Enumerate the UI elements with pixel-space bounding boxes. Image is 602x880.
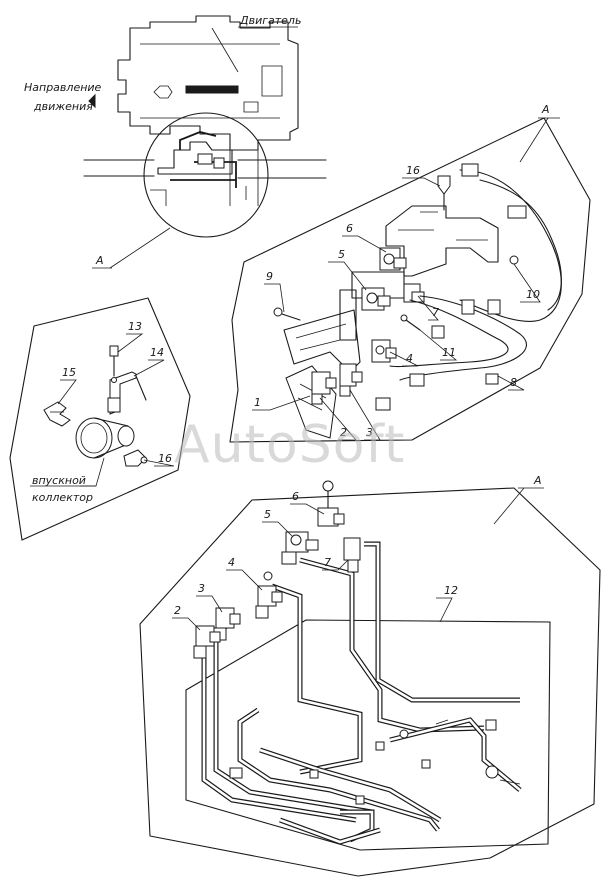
callout-5: 5 (338, 248, 345, 261)
callout-leaders-top (252, 177, 541, 441)
callout-3-bottom: 3 (198, 582, 205, 595)
callout-13: 13 (128, 320, 142, 333)
intake-manifold-pipe (75, 417, 135, 459)
callout-15: 15 (62, 366, 76, 379)
clip-part-15 (43, 401, 71, 427)
callout-16-detail: 16 (158, 452, 172, 465)
callout-1: 1 (254, 396, 261, 409)
watermark: AutoSoft (174, 415, 405, 475)
direction-label-1: Направление (24, 81, 102, 94)
view-a-bottom-frame (139, 487, 601, 877)
valve-part-4-bottom (255, 571, 283, 619)
bolt-part-13 (109, 345, 119, 383)
valve-part-4 (371, 339, 397, 363)
callout-5-bottom: 5 (264, 508, 271, 521)
engine-label: Двигатель (239, 14, 301, 27)
callout-4-bottom: 4 (228, 556, 235, 569)
bracket-part-14 (107, 371, 147, 415)
valve-part-6 (379, 247, 407, 271)
engine-outline (83, 15, 327, 206)
intake-label-1: впускной (32, 474, 86, 487)
hose-assembly-part-12 (185, 619, 551, 851)
direction-label-2: движения (33, 100, 93, 113)
intake-label-2: коллектор (32, 491, 93, 504)
pipe-fittings (229, 719, 521, 805)
engine-detail-circle (143, 112, 269, 238)
callout-leaders-left (30, 333, 175, 487)
callout-11: 11 (442, 346, 456, 359)
connector-part-16-detail (123, 449, 148, 467)
view-a-top-frame (229, 117, 591, 443)
callout-7-bottom: 7 (324, 556, 331, 569)
mounting-bracket (283, 205, 499, 373)
valve-part-7-bottom (343, 537, 361, 573)
callout-3: 3 (366, 426, 373, 439)
bolt-part-11 (400, 314, 421, 331)
view-a-marker-1: A (95, 254, 104, 267)
callout-numbers-top: 16 6 5 9 7 10 11 4 8 1 2 3 (254, 164, 540, 439)
valve-part-2-bottom (193, 625, 221, 659)
callout-14: 14 (150, 346, 164, 359)
intake-detail-frame (9, 297, 191, 541)
valve-part-6-bottom (317, 480, 345, 527)
bolt-part-9 (273, 307, 301, 321)
callout-12: 12 (444, 584, 458, 597)
engine-leader (211, 27, 239, 73)
callout-8: 8 (510, 376, 517, 389)
callout-16: 16 (406, 164, 420, 177)
callout-leaders-bottom (172, 503, 349, 631)
callout-9: 9 (266, 270, 273, 283)
valve-part-5 (361, 287, 391, 311)
valve-part-5-bottom (281, 531, 319, 565)
wiring-harness-part-8 (375, 163, 562, 411)
connector-part-16 (437, 175, 451, 211)
callout-6: 6 (346, 222, 353, 235)
valve-part-3 (339, 363, 363, 397)
callout-2-bottom: 2 (174, 604, 181, 617)
callout-6-bottom: 6 (292, 490, 299, 503)
callout-2: 2 (340, 426, 347, 439)
callout-4: 4 (406, 352, 413, 365)
view-a-marker-3: A (533, 474, 542, 487)
callout-10: 10 (526, 288, 540, 301)
callout-7: 7 (432, 306, 439, 319)
view-a-marker-2: A (541, 103, 550, 116)
valve-part-2 (311, 371, 337, 405)
direction-arrow-icon (88, 93, 96, 109)
bolt-part-10 (509, 255, 519, 265)
